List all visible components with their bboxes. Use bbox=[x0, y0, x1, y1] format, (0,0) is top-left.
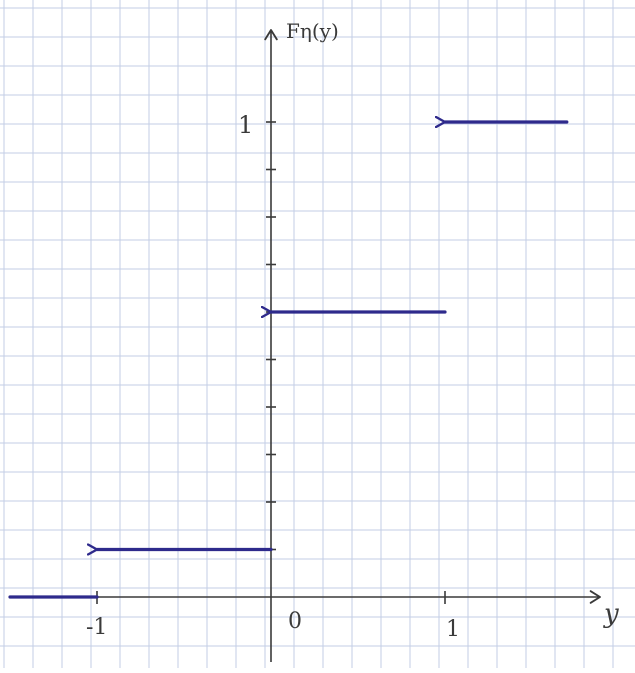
axes bbox=[18, 29, 601, 662]
x-tick-label: -1 bbox=[86, 615, 107, 640]
step-series bbox=[8, 122, 569, 599]
y-axis-label: Fη(y) bbox=[286, 19, 339, 43]
x-tick-label: 0 bbox=[288, 609, 302, 634]
x-axis-label: y bbox=[603, 599, 619, 629]
tick-labels: y Fη(y) -1 0 1 1 bbox=[86, 19, 619, 642]
x-tick-label: 1 bbox=[446, 617, 460, 642]
y-tick-label: 1 bbox=[238, 111, 253, 139]
